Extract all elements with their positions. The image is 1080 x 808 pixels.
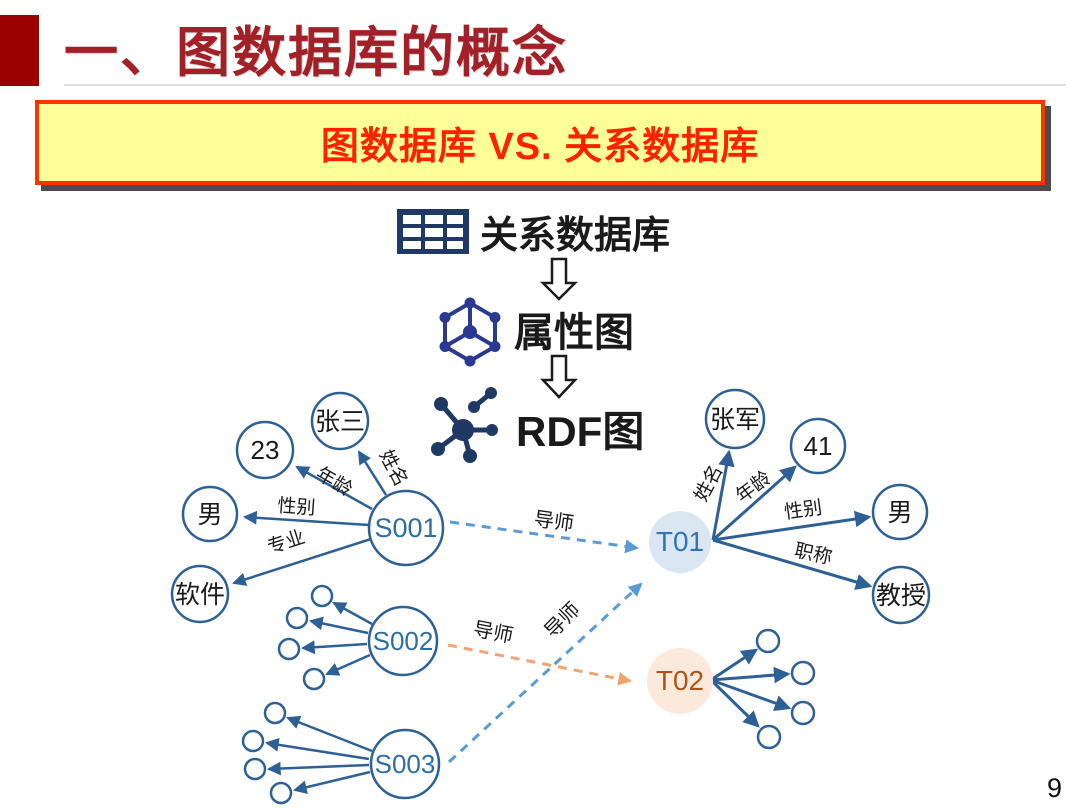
table-grid-icon: [397, 209, 469, 254]
attribute-node: [871, 483, 929, 541]
edge-s001-major: [232, 537, 372, 586]
student-node: [367, 489, 445, 567]
mentor-edge-label: 导师: [532, 507, 575, 535]
title-underline: [64, 84, 1066, 86]
attribute-node: [704, 388, 766, 450]
edge: [710, 678, 792, 712]
attribute-value: 男: [197, 501, 222, 529]
dot-node: [277, 637, 301, 661]
down-arrow-icon: [539, 257, 579, 301]
edge-label: 年龄: [732, 467, 776, 507]
t01-cluster: 姓名 年龄 性别 职称 T01 张军 41 男 教授: [649, 388, 931, 625]
student-node-id: S001: [374, 513, 437, 543]
attribute-node: [235, 420, 295, 480]
t02-cluster: T02: [647, 628, 816, 750]
dot-node: [302, 667, 326, 691]
edge: [710, 648, 759, 682]
edge-s001-name: [357, 450, 388, 496]
mentor-relations: 导师 导师 导师: [447, 507, 643, 764]
dot-node: [790, 700, 816, 726]
attribute-node: [310, 391, 370, 451]
page-number: 9: [1046, 773, 1062, 803]
attribute-value: 教授: [876, 582, 926, 610]
attribute-value: 男: [887, 499, 912, 527]
dot-node: [285, 606, 309, 630]
teacher-node: [649, 511, 711, 573]
edge-label: 性别: [277, 495, 316, 520]
relational-db-label: 关系数据库: [480, 215, 670, 257]
flow-rdf-graph: RDF图: [431, 387, 644, 463]
edge-s001-gender: [242, 510, 370, 527]
edge: [292, 770, 371, 794]
dot-node: [310, 584, 334, 608]
teacher-node-id: T01: [656, 526, 704, 557]
mentor-edge-s003-t01: [447, 582, 643, 764]
edge-label: 专业: [265, 526, 308, 559]
rdf-graph-label: RDF图: [516, 408, 644, 455]
down-arrow-icon: [540, 354, 578, 399]
dot-node: [243, 757, 267, 781]
edge: [325, 653, 371, 676]
student-node: [369, 728, 441, 800]
attribute-node: [181, 485, 239, 543]
dot-node: [755, 628, 781, 654]
vs-banner-text: 图数据库 VS. 关系数据库: [320, 126, 760, 168]
attribute-value: 41: [804, 431, 833, 461]
edge-t01-title: [712, 538, 873, 590]
edge: [300, 640, 368, 655]
edge: [264, 738, 370, 761]
flow-relational-db: 关系数据库: [397, 209, 670, 257]
teacher-node: [647, 648, 713, 714]
title-accent-square: [0, 15, 39, 86]
edge: [286, 715, 373, 753]
attribute-value: 张三: [315, 408, 365, 436]
attribute-value: 张军: [710, 406, 760, 434]
dot-node: [269, 781, 293, 805]
flow-property-graph: 属性图: [439, 297, 634, 367]
attribute-value: 软件: [175, 581, 225, 609]
edge: [266, 761, 370, 776]
edge-t01-name: [711, 449, 735, 541]
edge: [709, 678, 760, 728]
attribute-value: 23: [251, 435, 280, 465]
property-graph-label: 属性图: [514, 311, 634, 355]
edge: [710, 666, 791, 684]
s003-cluster: S003: [241, 701, 441, 805]
mentor-edge-label: 导师: [471, 618, 515, 648]
student-node-id: S002: [373, 626, 434, 656]
student-node: [367, 605, 439, 677]
attribute-node: [170, 564, 230, 624]
student-node-id: S003: [375, 749, 436, 779]
edge: [308, 616, 369, 635]
edge-t01-age: [712, 465, 797, 542]
hexagon-graph-icon: [439, 297, 501, 367]
edge-s001-age: [295, 465, 373, 511]
mentor-edge-s002-t02: [447, 643, 633, 686]
edge: [332, 601, 373, 626]
dot-node: [241, 729, 265, 753]
dot-node: [263, 701, 287, 725]
teacher-node-id: T02: [656, 665, 704, 696]
attribute-node: [871, 565, 931, 625]
dot-node: [756, 724, 782, 750]
s002-cluster: S002: [277, 584, 439, 691]
star-graph-icon: [431, 387, 498, 463]
vs-banner: 图数据库 VS. 关系数据库: [35, 100, 1045, 185]
s001-cluster: 姓名 年龄 性别 专业 S001 张三 23 男 软件: [170, 391, 445, 624]
attribute-node: [789, 417, 847, 475]
page-title: 一、图数据库的概念: [64, 23, 568, 83]
mentor-edge-label: 导师: [540, 598, 585, 643]
edge-t01-gender: [712, 510, 872, 542]
dot-node: [790, 660, 816, 686]
edge-label: 性别: [783, 497, 824, 524]
